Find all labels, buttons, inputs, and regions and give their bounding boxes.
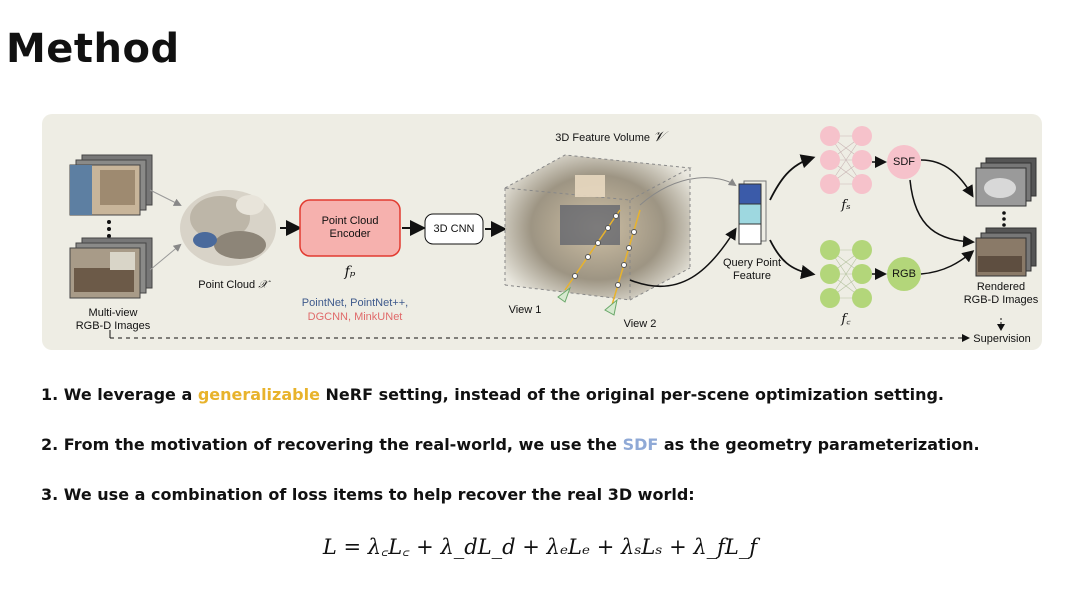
cnn-box [424,213,484,245]
query-label: Query Point Feature [722,257,782,282]
supervision-line [109,330,970,342]
cnn-label: 3D CNN [433,222,475,235]
example-minkunet: MinkUNet [354,311,403,323]
point-cloud-label: Point Cloud 𝒳 [188,278,278,292]
encoder-examples: PointNet, PointNet++, DGCNN, MinkUNet [290,296,420,324]
bullet-2: 2. From the motivation of recovering the… [41,435,1051,454]
view2-label: View 2 [623,318,657,330]
bullet-2-pre: 2. From the motivation of recovering the… [41,435,623,454]
volume-label-text: 3D Feature Volume [555,132,651,144]
bullet-2-post: as the geometry parameterization. [658,435,980,454]
point-cloud-image [180,190,276,266]
point-cloud-label-text: Point Cloud [198,279,256,291]
query-feature-vector [738,180,767,245]
output-label: Rendered RGB-D Images [963,281,1039,306]
rgb-label: RGB [892,267,916,280]
output-ellipsis [1002,211,1006,227]
ray-view-1 [557,209,621,303]
bullet-1-highlight: generalizable [197,385,320,404]
bullet-1-pre: 1. We leverage a [41,385,198,404]
feature-volume [503,154,692,301]
input-label: Multi-view RGB-D Images [75,307,151,332]
volume-symbol: 𝒱 [653,129,665,145]
view1-label: View 1 [508,304,542,316]
volume-label: 3D Feature Volume 𝒱 [540,129,680,145]
bullet-1-post: NeRF setting, instead of the original pe… [319,385,944,404]
rgb-network [820,240,921,308]
fs-label: fₛ [841,198,851,213]
fc-label: f꜀ [841,312,851,327]
ray-view-2 [604,209,641,316]
loss-formula: L = λ꜀L꜀ + λ_dL_d + λₑLₑ + λₛLₛ + λ_fL_f [322,535,758,559]
point-cloud-symbol: 𝒳 [258,278,268,291]
rendered-depth-images [975,157,1037,207]
input-images-bottom [69,237,153,299]
bullet-3: 3. We use a combination of loss items to… [41,485,695,504]
encoder-fn: fₚ [344,264,356,280]
bullet-2-highlight: SDF [622,435,659,454]
input-ellipsis [107,220,111,238]
sdf-network [820,126,921,194]
supervision-label: Supervision [973,333,1031,345]
input-images-top [69,154,153,216]
sdf-label: SDF [893,155,915,168]
slide-title: Method [6,26,180,72]
rendered-rgb-images [975,227,1037,277]
encoder-label: Point Cloud Encoder [321,215,379,240]
example-pointnet: PointNet, [301,297,348,309]
bullet-1: 1. We leverage a generalizable NeRF sett… [41,385,1051,404]
encoder-box [299,199,401,257]
example-dgcnn: DGCNN, [307,311,352,323]
example-pointnetpp: PointNet++, [350,297,409,309]
